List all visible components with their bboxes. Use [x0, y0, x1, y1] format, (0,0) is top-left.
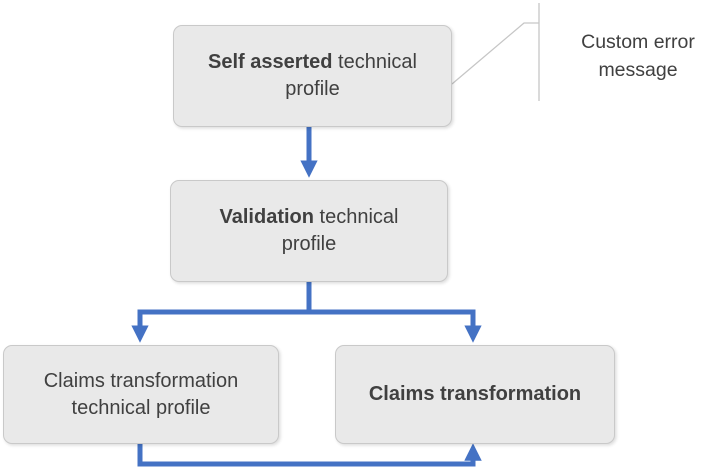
node-label: Validation technical profile [219, 206, 399, 255]
node-label: Claims transformation [368, 383, 582, 405]
node-claims-transformation: Claims transformation [335, 345, 615, 444]
node-label: Claims transformation technical profile [43, 369, 239, 419]
node-self-asserted-technical-profile: Self asserted technical profile [173, 25, 452, 127]
connector-validation-split-arrows [131, 309, 482, 343]
callout-custom-error-message: Custom error message [581, 31, 695, 81]
callout-leader-line [451, 22, 539, 85]
node-claims-transformation-technical-profile: Claims transformation technical profile [3, 345, 279, 444]
arrow-claims-tp-loop-to-claims-transformation [137, 441, 482, 467]
node-validation-technical-profile: Validation technical profile [170, 180, 448, 282]
node-label: Self asserted technical profile [207, 51, 417, 100]
